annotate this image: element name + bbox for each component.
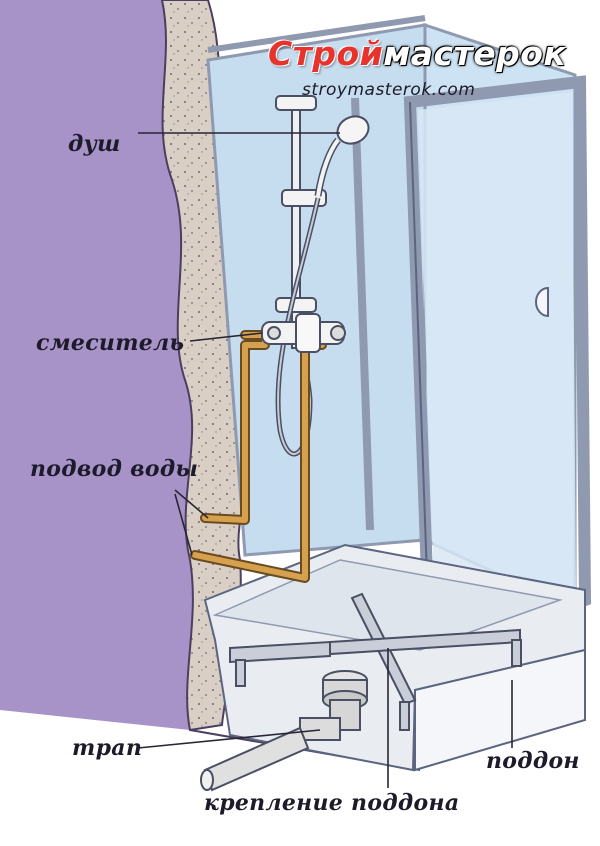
back-frame-top (207, 15, 426, 53)
label-water-supply: подвод воды (30, 456, 199, 482)
bathroom-wall (0, 0, 193, 730)
door-handle (535, 286, 549, 318)
rail-bottom-bracket (275, 297, 317, 313)
shower-tray-front (414, 648, 586, 772)
door-glass (418, 92, 576, 650)
tray-mount-frame (229, 592, 522, 731)
label-shower: душ (68, 131, 121, 157)
shower-head (314, 115, 370, 197)
drain-siphon (200, 670, 368, 792)
label-mixer: смеситель (36, 330, 185, 356)
label-tray: поддон (486, 748, 580, 774)
brand-url: stroymasterok.com (302, 80, 476, 100)
leader-lines (137, 132, 513, 788)
brand-name-part1: Строй (268, 34, 384, 73)
brand-logo: Строймастерок (268, 34, 566, 73)
label-drain: трап (72, 735, 143, 761)
rail-top-bracket (275, 95, 317, 111)
door-inner-edge (351, 97, 374, 531)
mixer-tap (261, 313, 346, 353)
label-tray-mount: крепление поддона (204, 790, 460, 816)
brand-name-part2: мастерок (383, 34, 567, 73)
